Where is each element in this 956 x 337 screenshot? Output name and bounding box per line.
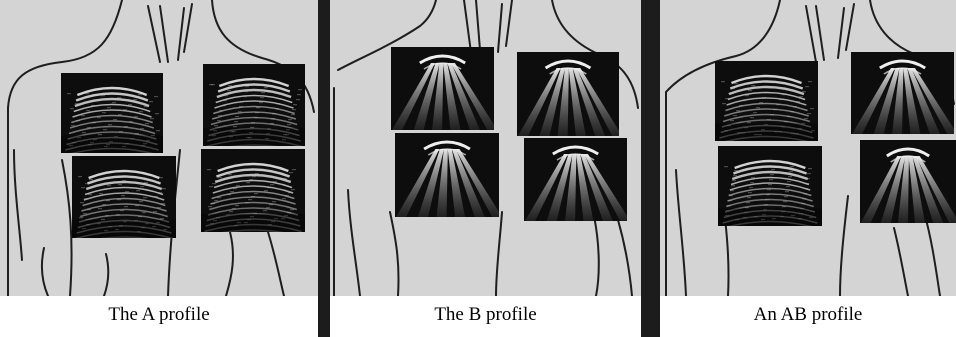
scan-b-lower-left bbox=[395, 133, 502, 217]
chest-sketch-ab bbox=[660, 0, 956, 296]
chest-sketch-b bbox=[330, 0, 641, 296]
caption-a-profile: The A profile bbox=[0, 300, 318, 330]
scan-ab-lower-left bbox=[718, 146, 822, 240]
panel-divider-2 bbox=[641, 0, 660, 337]
panel-divider-1 bbox=[318, 0, 330, 337]
scan-ab-upper-left bbox=[715, 61, 818, 155]
panel-a-profile: The A profile bbox=[0, 0, 318, 337]
panel-b-profile: The B profile bbox=[330, 0, 641, 337]
caption-b-profile: The B profile bbox=[330, 300, 641, 330]
scan-b-lower-right bbox=[524, 138, 630, 221]
scan-ab-upper-right bbox=[851, 52, 956, 134]
scan-a-upper-right bbox=[203, 64, 305, 158]
chest-sketch-a bbox=[0, 0, 318, 296]
scan-ab-lower-right bbox=[860, 140, 956, 223]
caption-ab-profile: An AB profile bbox=[660, 300, 956, 330]
scan-a-upper-left bbox=[61, 73, 163, 167]
scan-b-upper-left bbox=[391, 47, 497, 130]
scan-b-upper-right bbox=[517, 52, 622, 136]
panel-ab-profile: An AB profile bbox=[660, 0, 956, 337]
scan-a-lower-left bbox=[72, 156, 176, 250]
scan-a-lower-right bbox=[201, 149, 305, 243]
